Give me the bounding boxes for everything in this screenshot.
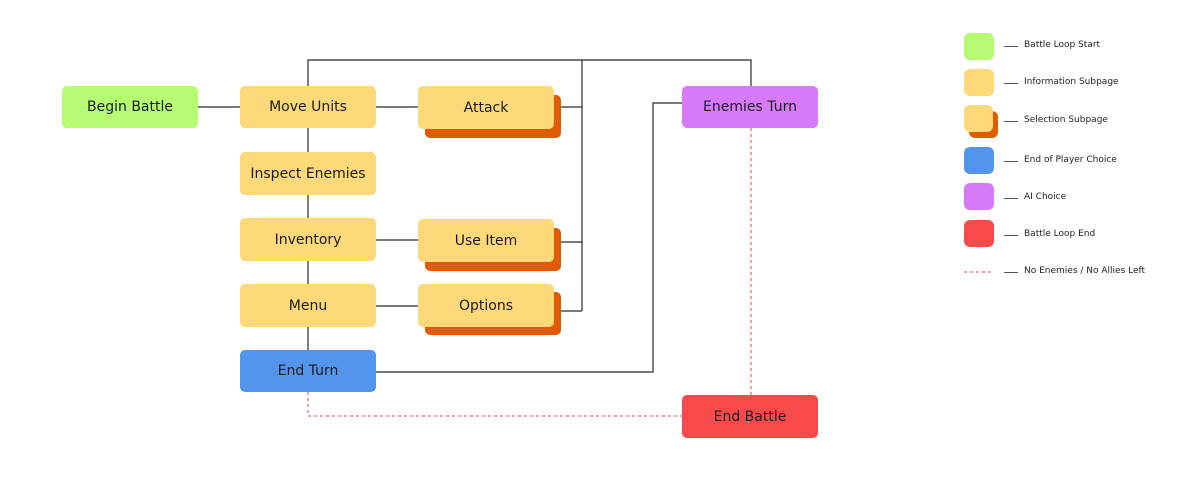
legend-swatch-battle-loop-start bbox=[964, 33, 994, 60]
legend-label-battle-loop-start: Battle Loop Start bbox=[1024, 40, 1101, 50]
legend-connector-line bbox=[1004, 83, 1018, 84]
legend-connector-line bbox=[1004, 272, 1018, 273]
node-options: Options bbox=[418, 284, 554, 327]
node-end-turn: End Turn bbox=[240, 350, 376, 392]
legend-swatch-battle-loop-end bbox=[964, 220, 994, 247]
legend-label-selection-subpage: Selection Subpage bbox=[1024, 115, 1108, 125]
legend-label-battle-loop-end: Battle Loop End bbox=[1024, 229, 1096, 239]
legend-connector-line bbox=[1004, 121, 1018, 122]
node-begin-battle: Begin Battle bbox=[62, 86, 198, 128]
node-inspect-enemies: Inspect Enemies bbox=[240, 152, 376, 195]
legend-connector-line bbox=[1004, 46, 1018, 47]
legend-dashed-line-sample bbox=[964, 271, 994, 273]
legend-connector-line bbox=[1004, 198, 1018, 199]
edge-top-bar bbox=[307, 59, 752, 86]
legend-connector-line bbox=[1004, 235, 1018, 236]
legend-label-information-subpage: Information Subpage bbox=[1024, 77, 1119, 87]
edge-end-turn-to-end-battle bbox=[307, 392, 682, 417]
node-inventory: Inventory bbox=[240, 218, 376, 261]
node-menu: Menu bbox=[240, 284, 376, 327]
edge-end-turn-to-enemies bbox=[376, 102, 682, 373]
legend-swatch-end-of-player-choice bbox=[964, 147, 994, 174]
legend-connector-line bbox=[1004, 161, 1018, 162]
legend-swatch-ai-choice bbox=[964, 183, 994, 210]
legend-label-ai-choice: AI Choice bbox=[1024, 192, 1067, 202]
node-move-units: Move Units bbox=[240, 86, 376, 128]
node-enemies-turn: Enemies Turn bbox=[682, 86, 818, 128]
node-attack: Attack bbox=[418, 86, 554, 129]
legend-swatch-selection-subpage bbox=[964, 105, 993, 132]
legend-label-no-enemies-no-allies-left: No Enemies / No Allies Left bbox=[1024, 266, 1146, 276]
legend-label-end-of-player-choice: End of Player Choice bbox=[1024, 155, 1117, 165]
node-use-item: Use Item bbox=[418, 219, 554, 262]
legend-swatch-information-subpage bbox=[964, 69, 994, 96]
node-end-battle: End Battle bbox=[682, 395, 818, 438]
